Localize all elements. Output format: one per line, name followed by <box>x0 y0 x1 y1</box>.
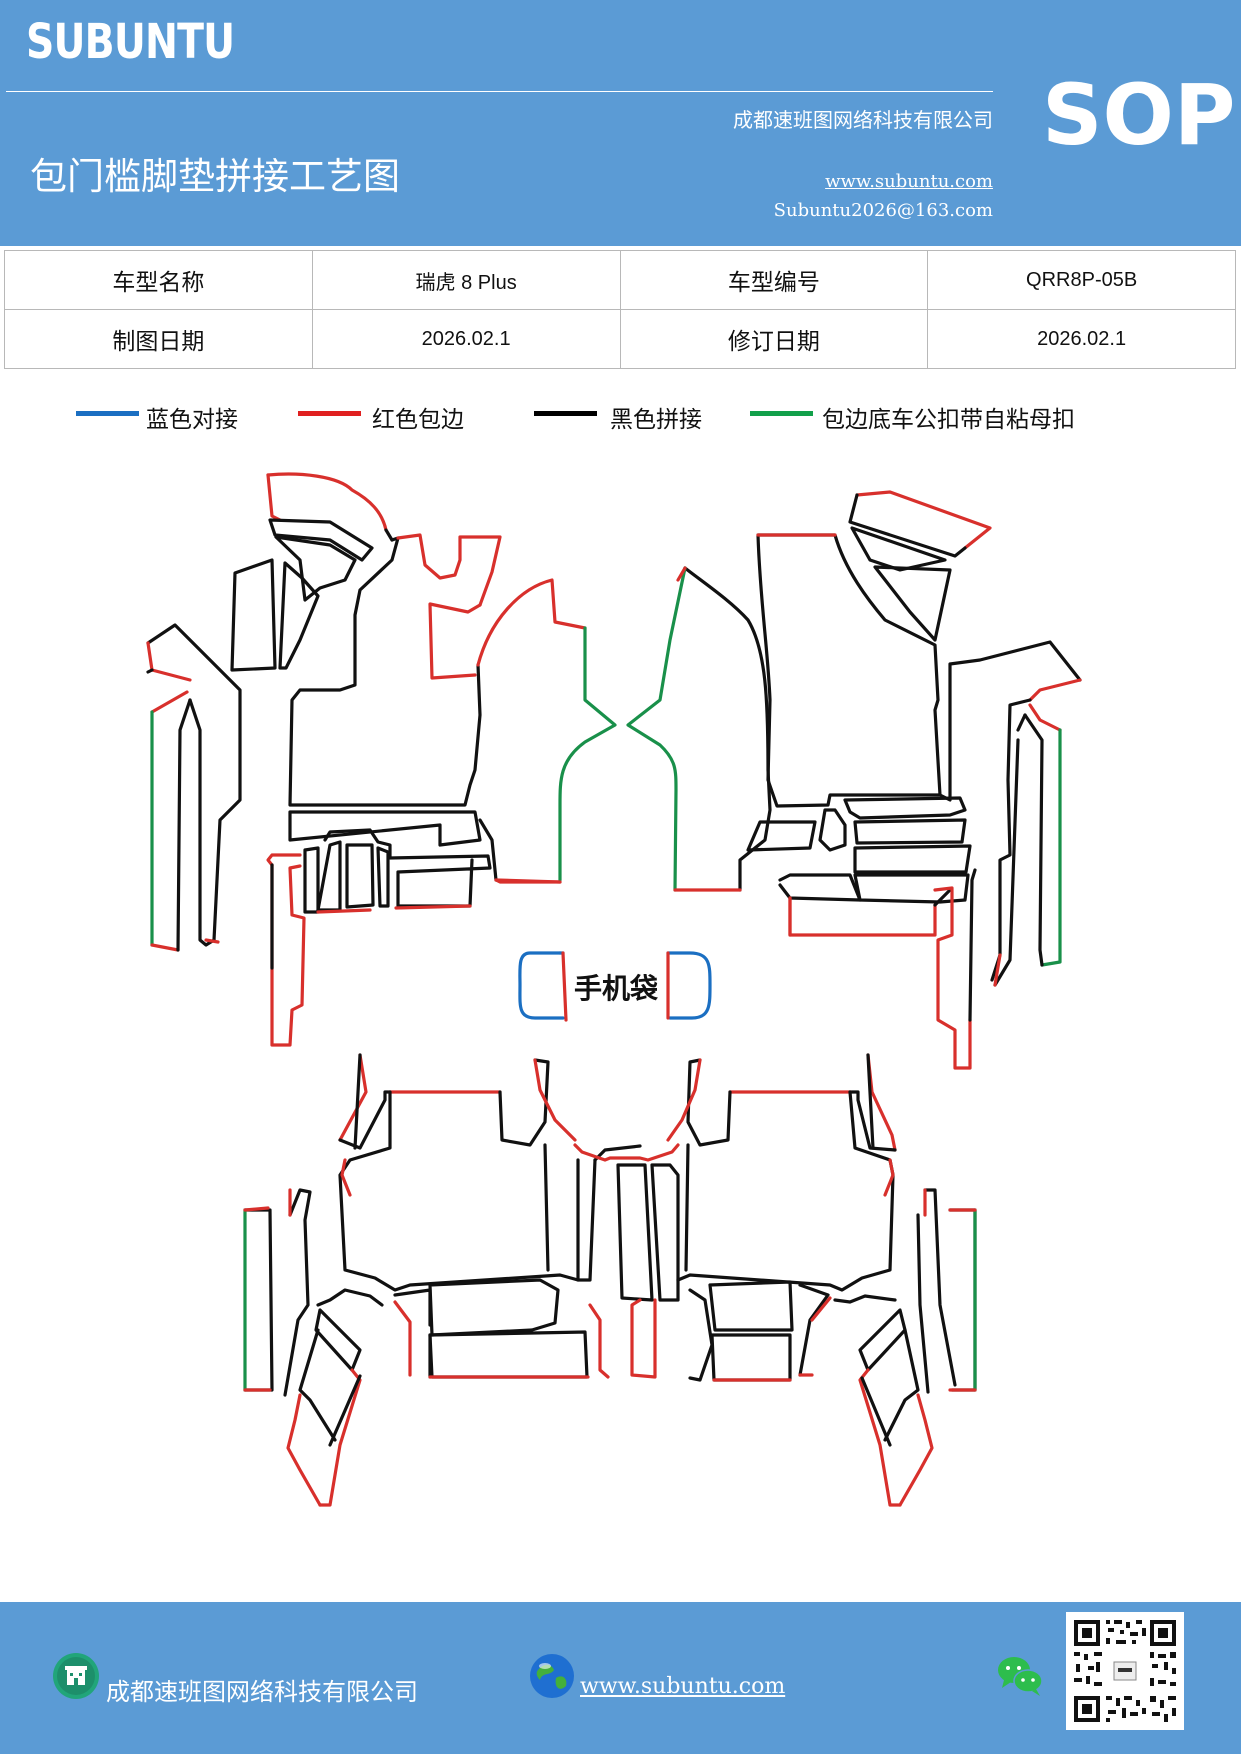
legend-label: 蓝色对接 <box>146 407 238 433</box>
rear-right-mat <box>630 1053 977 1507</box>
legend-label: 黑色拼接 <box>610 407 702 433</box>
center-left-connector <box>476 578 617 884</box>
qr-code <box>1066 1612 1184 1730</box>
model-name-value: 瑞虎 8 Plus <box>311 250 621 310</box>
table-row: 车型名称 瑞虎 8 Plus 车型编号 QRR8P-05B <box>4 250 1236 310</box>
brand-logo: SUBUNTU <box>26 14 235 70</box>
company-name: 成都速班图网络科技有限公司 <box>733 108 993 132</box>
revise-date-value: 2026.02.1 <box>927 309 1236 369</box>
wechat-icon <box>998 1657 1043 1696</box>
model-code-value: QRR8P-05B <box>927 250 1236 310</box>
model-code-label: 车型编号 <box>619 250 929 310</box>
legend-label: 红色包边 <box>372 407 464 433</box>
footer-company-name: 成都速班图网络科技有限公司 <box>106 1678 418 1706</box>
info-table: 车型名称 瑞虎 8 Plus 车型编号 QRR8P-05B 制图日期 2026.… <box>4 250 1236 369</box>
page-title: 包门槛脚垫拼接工艺图 <box>30 155 400 198</box>
email-address: Subuntu2026@163.com <box>773 200 993 221</box>
building-icon <box>53 1653 99 1699</box>
rear-left-mat <box>243 1053 680 1507</box>
phone-bag-label: 手机袋 <box>574 972 659 1005</box>
footer-website-link[interactable]: www.subuntu.com <box>580 1674 786 1699</box>
header-divider <box>6 91 993 92</box>
table-row: 制图日期 2026.02.1 修订日期 2026.02.1 <box>4 309 1236 369</box>
draw-date-value: 2026.02.1 <box>311 309 621 369</box>
legend-swatch-blue <box>76 411 139 416</box>
model-name-label: 车型名称 <box>4 250 313 310</box>
footer-banner: 成都速班图网络科技有限公司 www.subuntu.com <box>0 1602 1241 1754</box>
header-banner: SUBUNTU 成都速班图网络科技有限公司 包门槛脚垫拼接工艺图 www.sub… <box>0 0 1241 246</box>
legend-swatch-red <box>298 411 361 416</box>
globe-icon <box>530 1654 574 1698</box>
website-link[interactable]: www.subuntu.com <box>825 171 993 192</box>
revise-date-label: 修订日期 <box>619 309 929 369</box>
legend-label: 包边底车公扣带自粘母扣 <box>822 407 1075 433</box>
draw-date-label: 制图日期 <box>4 309 313 369</box>
legend-swatch-green <box>750 411 813 416</box>
mat-splicing-diagram: 手机袋 <box>146 472 1082 1507</box>
sop-badge: SOP <box>1042 66 1236 164</box>
front-left-mat <box>146 472 562 1047</box>
front-right-mat <box>746 490 1082 1070</box>
legend-swatch-black <box>534 411 597 416</box>
center-right-connector <box>626 566 772 892</box>
phone-bag <box>518 951 712 1022</box>
